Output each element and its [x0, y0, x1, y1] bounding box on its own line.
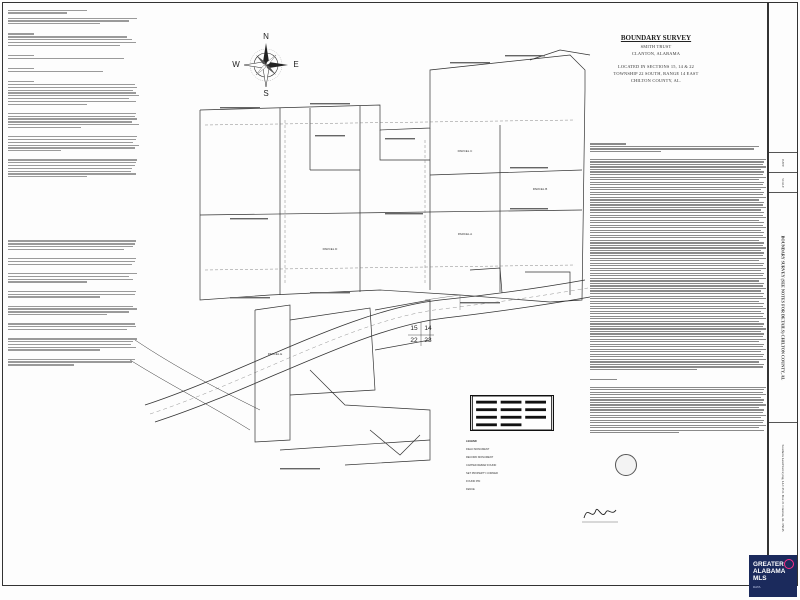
- sheet-border: [2, 2, 768, 586]
- surveyor-seal: [615, 454, 637, 476]
- location-line-1: LOCATED IN SECTIONS 15, 14 & 22: [617, 64, 695, 69]
- legend-title: LEGEND: [466, 440, 477, 443]
- section-number: 14: [424, 325, 432, 332]
- surveyor-signature: [582, 508, 618, 523]
- road-band: [130, 279, 591, 431]
- lower-parcels: [254, 299, 431, 466]
- section-number: 22: [410, 337, 418, 344]
- legal-notes-column: [8, 8, 140, 578]
- parcel-label: PARCEL C: [458, 149, 474, 153]
- parcel-boundaries: [199, 49, 591, 303]
- strip-project-title: BOUNDARY SURVEY (SEE NOTES FOR DETAILS) …: [780, 235, 786, 380]
- compass-e-label: E: [293, 60, 298, 69]
- parcel-label: PARCEL E: [268, 352, 283, 356]
- section-number: 23: [424, 337, 432, 344]
- strip-firm-name: Southern Land Surveying, LLC P.O. Box 21…: [781, 444, 785, 532]
- strip-scale-label: SCALE: [781, 177, 785, 188]
- legend: LEGEND FIELD MONUMENT RECORD MONUMENT CA…: [466, 440, 566, 512]
- parcel-label: PARCEL A: [458, 232, 472, 236]
- title-strip: DATE SCALE BOUNDARY SURVEY (SEE NOTES FO…: [768, 2, 798, 586]
- owner-name: SMITH TRUST: [640, 44, 672, 49]
- legal-description-column: [590, 142, 768, 582]
- logo-mark-icon: [784, 559, 794, 569]
- parcel-label: PARCEL D: [323, 247, 339, 251]
- strip-date-label: DATE: [781, 158, 785, 167]
- survey-title: BOUNDARY SURVEY: [620, 34, 692, 42]
- location-line-2: TOWNSHIP 22 SOUTH, RANGE 14 EAST: [613, 71, 699, 77]
- legend-item: CAPPED REBAR FOUND: [466, 464, 497, 467]
- legend-item: FOUND PIN: [466, 480, 481, 483]
- mls-logo: GREATER ALABAMA MLS DATA: [749, 555, 797, 597]
- survey-plan-drawing: N S W E: [130, 32, 591, 470]
- compass-s-label: S: [263, 89, 268, 98]
- legend-item: FENCE: [466, 488, 475, 491]
- legend-item: SET PROPERTY CORNER: [466, 472, 498, 475]
- parcel-label: PARCEL B: [533, 187, 548, 191]
- compass-w-label: W: [232, 60, 240, 69]
- title-block: BOUNDARY SURVEY SMITH TRUST CLANTON, ALA…: [600, 34, 712, 94]
- curve-table: [470, 395, 554, 431]
- compass-n-label: N: [263, 32, 269, 41]
- legend-item: RECORD MONUMENT: [466, 456, 494, 459]
- legend-item: FIELD MONUMENT: [466, 448, 490, 451]
- location-line-3: CHILTON COUNTY, AL.: [630, 78, 682, 84]
- section-number: 15: [410, 325, 418, 332]
- logo-sub-text: DATA: [753, 585, 761, 589]
- logo-text: GREATER ALABAMA MLS: [753, 561, 786, 582]
- location-city: CLANTON, ALABAMA: [631, 51, 681, 56]
- compass-rose: [243, 43, 288, 88]
